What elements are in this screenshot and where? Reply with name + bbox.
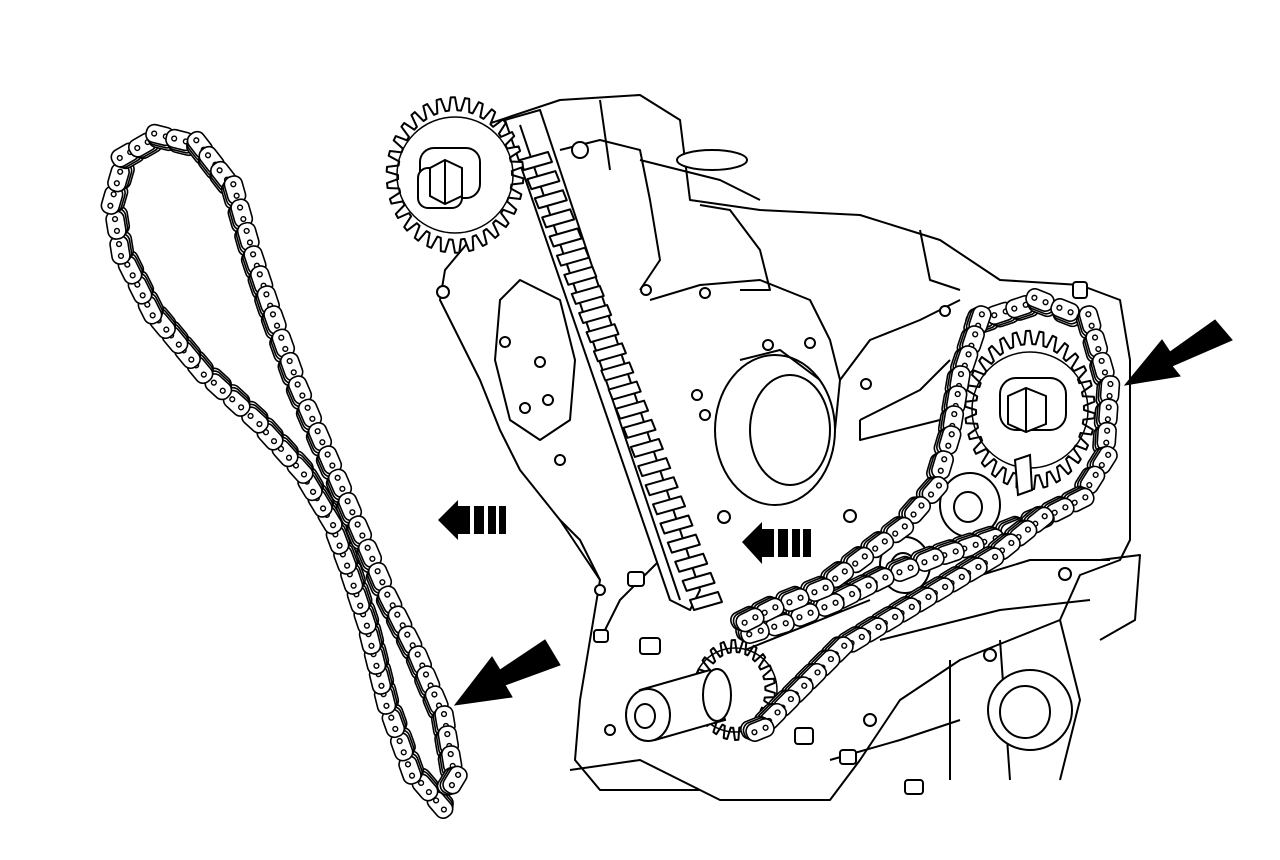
sprocket-bolt — [417, 147, 481, 209]
guide-tooth — [563, 265, 598, 286]
dashed-arrow-icon — [438, 500, 506, 540]
chain-link — [760, 610, 795, 637]
removed-timing-chain — [100, 123, 468, 820]
chain-link — [127, 132, 163, 160]
chain-link — [295, 398, 323, 434]
guide-tooth — [681, 571, 716, 592]
sprocket-key — [1013, 453, 1034, 497]
guide-tooth — [555, 246, 590, 267]
guide-tooth — [659, 514, 694, 535]
chain-link — [730, 605, 765, 633]
right-cam-sprocket — [964, 329, 1096, 497]
guide-tooth — [689, 591, 723, 611]
guide-tooth — [615, 399, 650, 420]
guide-tooth — [600, 361, 635, 382]
chain-link — [775, 585, 810, 612]
guide-tooth — [541, 208, 576, 229]
guide-tooth — [585, 323, 620, 344]
guide-tooth — [533, 189, 568, 210]
chain-link — [1074, 465, 1106, 496]
chain-link — [740, 715, 775, 742]
sprocket-bolt — [999, 377, 1067, 434]
chain-link — [355, 538, 383, 574]
chain-link — [926, 450, 954, 483]
solid-arrow-icon — [453, 639, 561, 706]
chain-guide-teeth — [519, 151, 723, 611]
chain-link — [436, 765, 468, 796]
guide-tooth — [644, 476, 679, 497]
cover-bore — [714, 348, 836, 506]
guide-tooth — [607, 380, 642, 401]
guide-tooth — [629, 437, 664, 458]
chain-link — [1050, 298, 1082, 328]
guide-tooth — [622, 418, 657, 439]
guide-tooth — [570, 284, 605, 305]
guide-tooth — [592, 342, 627, 363]
chain-link — [1025, 288, 1057, 318]
guide-tooth — [637, 457, 672, 478]
chain-link — [860, 565, 895, 593]
crank-nose — [625, 668, 732, 742]
guide-tooth — [666, 533, 701, 554]
bolt-holes — [436, 141, 1072, 736]
installed-timing-chain — [730, 288, 1121, 742]
guide-tooth — [652, 495, 687, 516]
guide-tooth — [578, 304, 613, 325]
upper-sprocket — [385, 96, 525, 254]
chain-link — [933, 425, 962, 458]
crank-sprocket — [625, 639, 778, 742]
guide-tooth — [674, 552, 709, 573]
dashed-arrow-icon — [742, 522, 811, 564]
guide-tooth — [526, 170, 561, 191]
chain-guide — [504, 109, 723, 611]
guide-tooth — [548, 227, 583, 248]
solid-arrow-icon — [1123, 319, 1233, 386]
